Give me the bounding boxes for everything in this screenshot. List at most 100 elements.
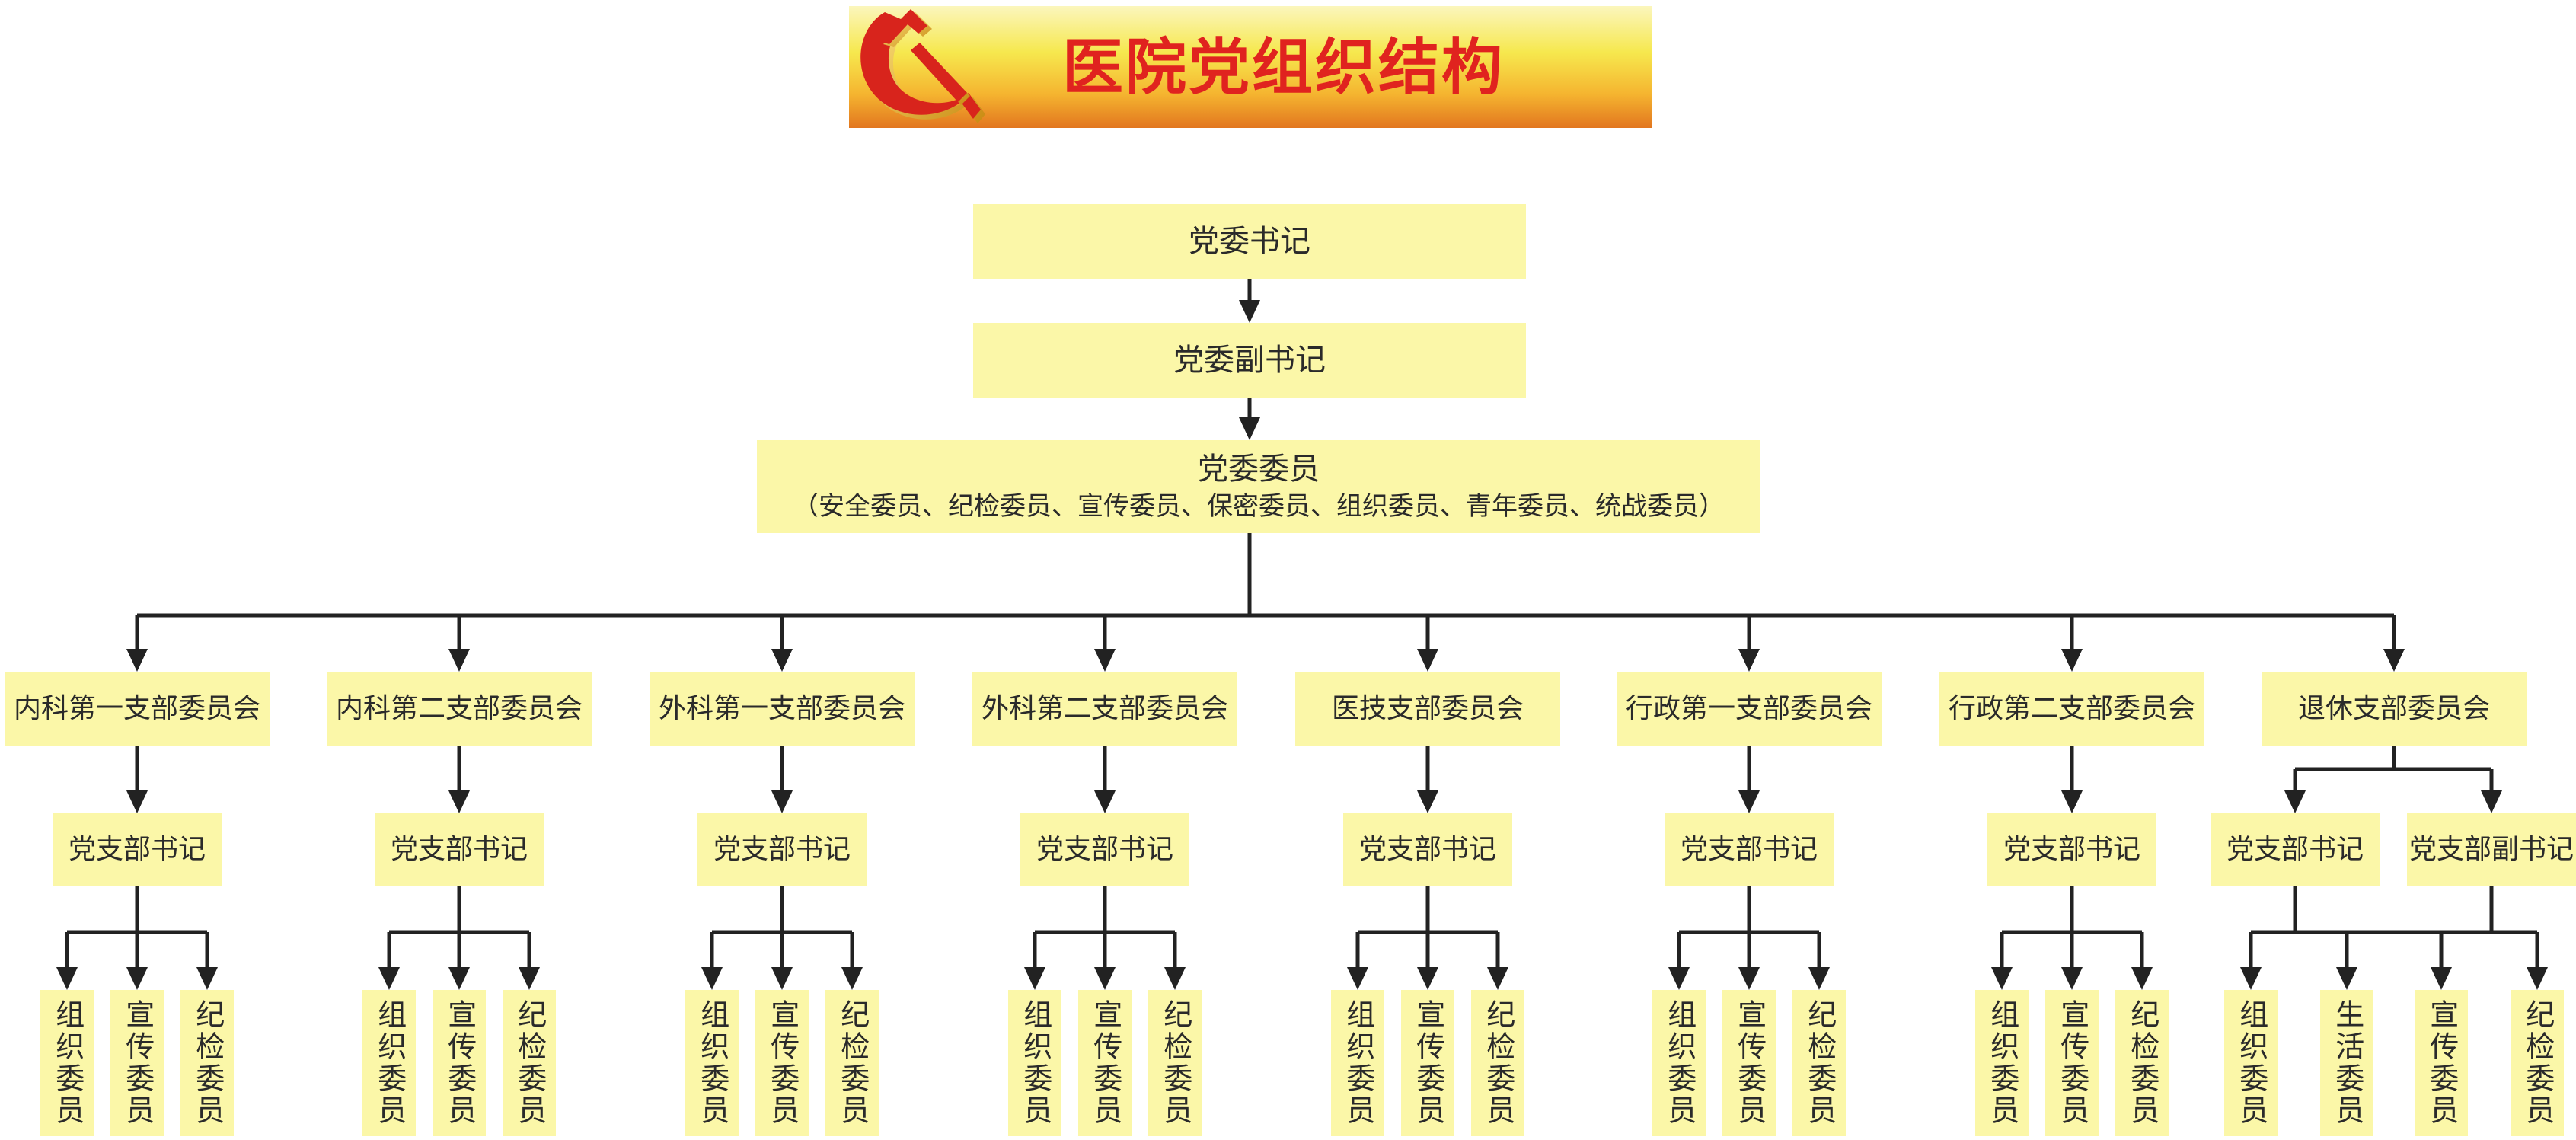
arrow-head: [126, 649, 148, 672]
arrow-head: [2383, 649, 2405, 672]
member-box: 组织委员: [1652, 990, 1706, 1136]
member-box: 宣传委员: [755, 990, 809, 1136]
member-box: 组织委员: [1331, 990, 1384, 1136]
arrow-head: [841, 967, 863, 990]
member-label: 纪检委员: [190, 999, 225, 1127]
arrow-head: [1024, 967, 1045, 990]
branch-committee-label: 外科第二支部委员会: [981, 693, 1228, 725]
hammer-sickle-icon: [860, 9, 985, 123]
arrow-head: [2481, 790, 2502, 813]
member-label: 纪检委员: [2125, 999, 2159, 1127]
member-label: 宣传委员: [120, 999, 155, 1127]
member-label: 纪检委员: [1158, 999, 1192, 1127]
branch-committee-label: 外科第一支部委员会: [658, 693, 905, 725]
member-label: 生活委员: [2330, 999, 2364, 1127]
committee-box: 党委委员（安全委员、纪检委员、宣传委员、保密委员、组织委员、青年委员、统战委员）: [757, 440, 1760, 533]
arrow-head: [1738, 790, 1760, 813]
branch-secretary-label: 党支部书记: [1358, 834, 1496, 866]
deputy-secretary-label: 党委副书记: [1173, 343, 1326, 378]
branch-committee-label: 行政第二支部委员会: [1948, 693, 2195, 725]
secretary-label: 党委书记: [1189, 224, 1310, 259]
branch-committee-box: 退休支部委员会: [2262, 672, 2527, 746]
member-box: 纪检委员: [825, 990, 879, 1136]
arrow-head: [378, 967, 400, 990]
arrow-head: [2284, 790, 2306, 813]
member-box: 生活委员: [2320, 990, 2373, 1136]
member-box: 纪检委员: [2511, 990, 2564, 1136]
branch-committee-label: 医技支部委员会: [1331, 693, 1524, 725]
branch-secretary-box: 党支部书记: [1987, 813, 2156, 886]
branch-secretary-label: 党支部书记: [2003, 834, 2140, 866]
branch-deputy-secretary-label: 党支部副书记: [2408, 834, 2574, 866]
member-box: 宣传委员: [433, 990, 486, 1136]
member-label: 宣传委员: [1732, 999, 1767, 1127]
deputy-secretary-box: 党委副书记: [973, 323, 1526, 398]
member-box: 组织委员: [685, 990, 739, 1136]
arrow-head: [1991, 967, 2013, 990]
member-label: 宣传委员: [2424, 999, 2459, 1127]
branch-committee-box: 内科第二支部委员会: [327, 672, 592, 746]
arrow-head: [1668, 967, 1690, 990]
arrow-head: [126, 967, 148, 990]
member-label: 纪检委员: [835, 999, 870, 1127]
arrow-head: [1738, 967, 1760, 990]
member-label: 组织委员: [1018, 999, 1052, 1127]
arrow-head: [1417, 649, 1438, 672]
member-label: 组织委员: [372, 999, 407, 1127]
arrow-head: [2061, 790, 2083, 813]
branch-secretary-label: 党支部书记: [1680, 834, 1818, 866]
member-box: 纪检委员: [1148, 990, 1202, 1136]
branch-committee-box: 行政第二支部委员会: [1939, 672, 2204, 746]
member-box: 宣传委员: [1722, 990, 1776, 1136]
member-label: 纪检委员: [512, 999, 547, 1127]
branch-committee-box: 行政第一支部委员会: [1617, 672, 1882, 746]
member-label: 宣传委员: [1088, 999, 1122, 1127]
member-box: 宣传委员: [1078, 990, 1132, 1136]
branch-committee-label: 行政第一支部委员会: [1625, 693, 1872, 725]
arrow-head: [1094, 790, 1116, 813]
arrow-head: [448, 790, 470, 813]
branch-committee-box: 内科第一支部委员会: [5, 672, 270, 746]
branch-committee-box: 外科第一支部委员会: [650, 672, 915, 746]
arrow-head: [2061, 649, 2083, 672]
arrow-head: [1094, 649, 1116, 672]
arrow-head: [1164, 967, 1186, 990]
arrow-head: [1417, 790, 1438, 813]
member-label: 组织委员: [1985, 999, 2019, 1127]
arrow-head: [1094, 967, 1116, 990]
branch-secretary-box: 党支部书记: [53, 813, 222, 886]
branch-secretary-label: 党支部书记: [1036, 834, 1173, 866]
arrow-head: [2240, 967, 2262, 990]
member-label: 纪检委员: [1802, 999, 1837, 1127]
branch-committee-label: 退休支部委员会: [2297, 693, 2490, 725]
member-label: 组织委员: [50, 999, 85, 1127]
member-box: 宣传委员: [2415, 990, 2468, 1136]
page-title: 医院党组织结构: [1062, 32, 1505, 103]
arrow-head: [2061, 967, 2083, 990]
member-label: 组织委员: [695, 999, 729, 1127]
arrow-head: [2431, 967, 2452, 990]
branch-secretary-label: 党支部书记: [2226, 834, 2364, 866]
member-label: 纪检委员: [2520, 999, 2555, 1127]
member-box: 宣传委员: [1401, 990, 1454, 1136]
member-label: 组织委员: [1341, 999, 1375, 1127]
arrow-head: [2336, 967, 2357, 990]
branch-secretary-label: 党支部书记: [68, 834, 206, 866]
member-box: 宣传委员: [110, 990, 164, 1136]
member-box: 组织委员: [1008, 990, 1061, 1136]
header-banner: [849, 6, 1652, 128]
arrow-head: [1239, 417, 1260, 440]
branch-secretary-label: 党支部书记: [713, 834, 851, 866]
committee-members: （安全委员、纪检委员、宣传委员、保密委员、组织委员、青年委员、统战委员）: [793, 490, 1725, 522]
branch-committee-box: 外科第二支部委员会: [972, 672, 1237, 746]
member-box: 纪检委员: [2115, 990, 2169, 1136]
branch-secretary-box: 党支部书记: [697, 813, 867, 886]
arrow-head: [1738, 649, 1760, 672]
member-box: 组织委员: [2224, 990, 2278, 1136]
arrow-head: [126, 790, 148, 813]
branch-deputy-secretary-box: 党支部副书记: [2407, 813, 2576, 886]
member-box: 纪检委员: [180, 990, 234, 1136]
arrow-head: [448, 649, 470, 672]
